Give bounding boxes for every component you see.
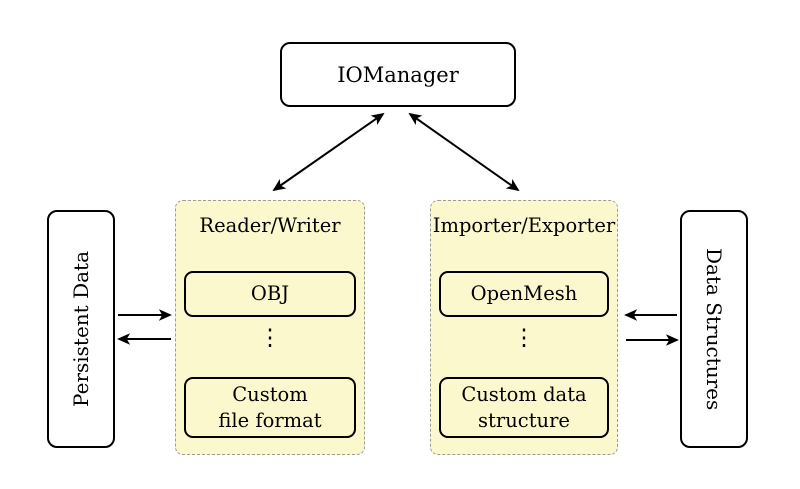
node-obj: OBJ [184,271,356,317]
group-importer-exporter: Importer/Exporter OpenMesh ⋮ Custom data… [430,200,618,455]
ellipsis-importer-exporter: ⋮ [512,325,536,351]
node-custom-data-structure-line2: structure [478,408,570,432]
node-persistent-data-label: Persistent Data [69,251,93,407]
node-custom-file-format-line2: file format [218,408,322,432]
node-obj-label: OBJ [250,282,290,306]
node-custom-data-structure: Custom data structure [439,377,609,438]
node-custom-file-format-line1: Custom [232,383,308,407]
node-openmesh: OpenMesh [439,271,609,317]
group-reader-writer-title: Reader/Writer [199,214,341,237]
node-iomanager-label: IOManager [337,62,459,87]
node-openmesh-label: OpenMesh [470,282,578,306]
ellipsis-reader-writer: ⋮ [258,325,282,351]
node-custom-data-structure-line1: Custom data [461,383,587,407]
node-data-structures-label: Data Structures [702,247,726,411]
node-persistent-data: Persistent Data [47,210,115,448]
group-importer-exporter-title: Importer/Exporter [432,214,616,237]
arrow-iomanager-readerwriter [272,112,385,192]
node-data-structures: Data Structures [680,210,748,448]
group-reader-writer: Reader/Writer OBJ ⋮ Custom file format [175,200,365,455]
arrow-iomanager-importerexporter [408,112,520,192]
node-iomanager: IOManager [280,42,516,107]
node-custom-file-format: Custom file format [184,377,356,438]
